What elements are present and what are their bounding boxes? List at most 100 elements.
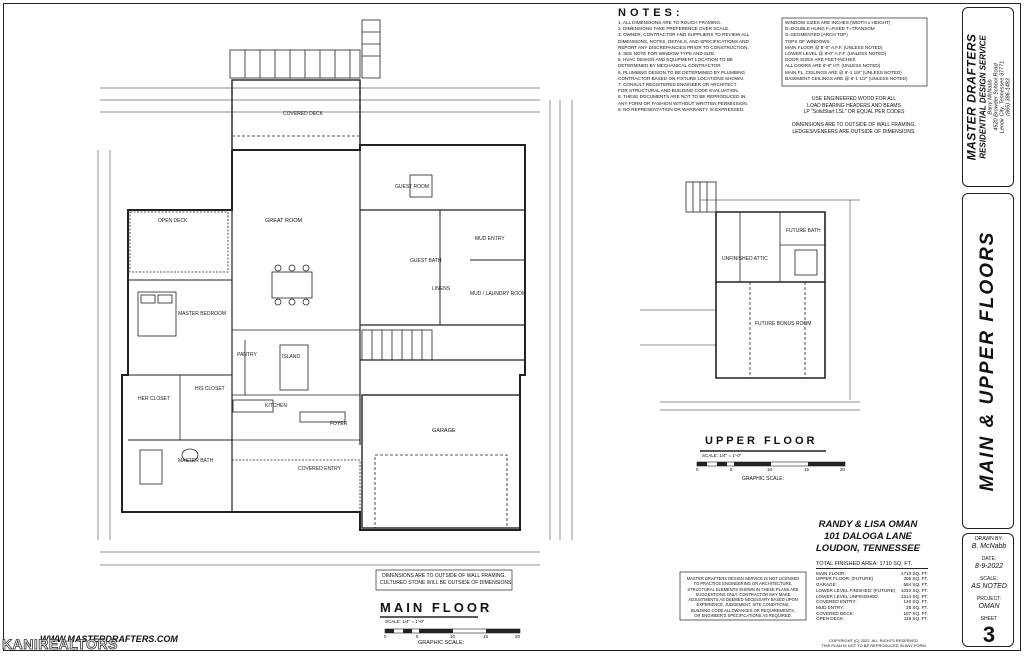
room-label-mud-entry: MUD ENTRY <box>475 236 505 242</box>
area-value: 115 SQ. FT. <box>903 616 928 622</box>
window-notes: WINDOW SIZES ARE INCHES (WIDTH x HEIGHT)… <box>785 20 925 82</box>
window-note: WINDOW SIZES ARE INCHES (WIDTH x HEIGHT) <box>785 20 891 25</box>
note-item: DETERMINED BY MECHANICAL CONTRACTOR. <box>618 63 722 69</box>
main-scale-tick: 15 <box>483 634 489 639</box>
note-item: 8. THESE DOCUMENTS ARE NOT TO BE REPRODU… <box>618 94 746 100</box>
area-label: UPPER FLOOR: (FUTURE) <box>816 576 874 582</box>
copyright-line: THIS PLAN IS NOT TO BE REPRODUCED IN ANY… <box>821 643 927 648</box>
drawing-sheet <box>3 3 1021 651</box>
area-value: 1710 SQ. FT. <box>900 570 928 576</box>
disclaimer-line: ADJUSTMENTS AS DEEMED NECESSARY BASED UP… <box>688 597 798 603</box>
note-item: CONTRACTOR BASED ON FIXTURE LOCATIONS SH… <box>618 75 744 81</box>
main-floor-title: MAIN FLOOR <box>380 600 493 615</box>
upper-scale-tick: 10 <box>767 467 773 472</box>
disclaimer-box <box>679 571 807 621</box>
upper-graphic-scale-label: GRAPHIC SCALE: <box>742 476 784 482</box>
note-item: 6. PLUMBING DESIGN TO BE DETERMINED BY P… <box>618 69 746 75</box>
area-row: UPPER FLOOR: (FUTURE)305 SQ. FT. <box>816 576 928 582</box>
disclaimer-line: MASTER DRAFTERS DESIGN SERVICE IS NOT LI… <box>686 576 800 581</box>
window-note: MAIN FL. CEILINGS ARE @ 9'-1 1/8" (UNLES… <box>785 69 902 75</box>
note-item: 3. OWNER, CONTRACTOR AND SUPPLIERS TO RE… <box>618 32 750 38</box>
disclaimer-line: OR ENGINEER'S SPECIFICATIONS AS REQUIRED… <box>694 613 792 619</box>
area-label: GARAGE: <box>816 582 837 588</box>
area-label: LOWER LEVEL FINISHED: (FUTURE) <box>816 587 896 593</box>
sheet-title-panel: MAIN & UPPER FLOORS <box>962 193 1014 529</box>
engineered-wood-notes: USE ENGINEERED WOOD FOR ALL LOAD BEARING… <box>778 96 930 135</box>
area-row: LOWER LEVEL FINISHED: (FUTURE) 1010 SQ. F… <box>816 588 928 594</box>
room-label-master-bedroom: MASTER BEDROOM <box>178 311 226 317</box>
area-value: 187 SQ. FT. <box>903 610 928 616</box>
disclaimer: MASTER DRAFTERS DESIGN SERVICE IS NOT LI… <box>683 576 803 618</box>
room-label-kitchen: KITCHEN <box>265 403 287 409</box>
main-dimensions-note: CULTURED STONE WILL BE OUTSIDE OF DIMENS… <box>380 580 513 586</box>
room-label-unfinished-attic: UNFINISHED ATTIC <box>722 256 768 262</box>
main-graphic-scale-label: GRAPHIC SCALE: <box>418 640 465 646</box>
title-block: MASTER DRAFTERS RESIDENTIAL DESIGN SERVI… <box>958 5 1018 649</box>
disclaimer-line: BUILDING CODE ALLOWANCES OR REQUIREMENTS… <box>690 607 796 613</box>
area-label: OPEN DECK: <box>816 616 845 622</box>
window-note: ALL DOORS ARE 6'-8" HT. (UNLESS NOTED) <box>785 63 881 69</box>
project-label: PROJECT: <box>976 596 1002 602</box>
disclaimer-line: TO PRACTICE ENGINEERING OR ARCHITECTURE. <box>693 581 793 587</box>
note-item: REPORT ANY DISCREPANCIES PRIOR TO CONSTR… <box>618 44 749 50</box>
sheet-number: 3 <box>982 622 996 647</box>
main-floor-scale: SCALE: 1/4" = 1'-0" <box>385 619 425 624</box>
room-label-her-closet: HER CLOSET <box>138 396 170 402</box>
disclaimer-line: EXPERIENCE, JUDGEMENT, SITE CONDITIONS, <box>696 602 790 608</box>
note-item: 9. NO REPRESENTATION OR WARRANTY IS EXPR… <box>618 106 745 112</box>
main-dimensions-note: DIMENSIONS ARE TO OUTSIDE OF WALL FRAMIN… <box>382 573 506 579</box>
engineered-note: DIMENSIONS ARE TO OUTSIDE OF WALL FRAMIN… <box>792 122 916 128</box>
room-label-guest-bath: GUEST BATH <box>410 258 442 264</box>
area-label: COVERED DECK: <box>816 610 855 616</box>
scale-value: AS NOTED <box>971 583 1007 590</box>
room-label-island: ISLAND <box>282 354 300 360</box>
upper-scale-tick: 20 <box>840 467 846 472</box>
room-label-covered-deck: COVERED DECK <box>283 111 324 117</box>
area-value: 1010 SQ. FT. <box>900 587 928 593</box>
area-label: MAIN FLOOR: <box>816 570 846 576</box>
note-item: 1. ALL DIMENSIONS ARE TO ROUGH FRAMING. <box>618 20 722 25</box>
upper-scale-tick: 5 <box>730 467 733 472</box>
area-label: LOWER LEVEL UNFINISHED: <box>816 593 879 599</box>
area-value: 1614 SQ. FT. <box>900 593 928 599</box>
room-label-his-closet: HIS CLOSET <box>195 386 225 392</box>
window-note: TOPS OF WINDOWS: <box>785 38 831 44</box>
room-label-future-bath: FUTURE BATH <box>786 228 821 234</box>
note-item: 2. DIMENSIONS TAKE PREFERENCE OVER SCALE… <box>618 26 730 32</box>
watermark-logo: KANIREALTORS <box>2 636 118 652</box>
total-area: TOTAL FINISHED AREA: 1710 SQ. FT. <box>816 561 928 569</box>
room-label-guest-room: GUEST ROOM <box>395 184 429 190</box>
room-label-mud-laundry: MUD / LAUNDRY ROOM <box>470 291 526 297</box>
sheet-title: MAIN & UPPER FLOORS <box>977 230 998 492</box>
window-note: DOOR SIZES ARE FEET-INCHES <box>785 57 856 63</box>
company-panel: MASTER DRAFTERS RESIDENTIAL DESIGN SERVI… <box>962 7 1014 187</box>
dimensions-note-box <box>375 569 513 591</box>
company-service: RESIDENTIAL DESIGN SERVICE <box>978 35 988 159</box>
room-label-open-deck: OPEN DECK <box>158 218 188 224</box>
info-panel: DRAWN BY: B. McNabb DATE: 8-9-2022 SCALE… <box>962 533 1014 647</box>
copyright-line: COPYRIGHT (C) 2022. ALL RIGHTS RESERVED. <box>829 638 919 643</box>
room-label-covered-entry: COVERED ENTRY <box>298 466 342 472</box>
notes-title: NOTES: <box>618 7 684 19</box>
drawn-by-label: DRAWN BY: <box>975 536 1003 542</box>
area-value: 38 SQ. FT. <box>906 604 928 610</box>
main-graphic-scale <box>384 628 521 634</box>
area-row: MAIN FLOOR: 1710 SQ. FT. <box>816 571 928 577</box>
note-item: DIMENSIONS, NOTES, DETAILS, AND SPECIFIC… <box>618 38 749 44</box>
area-label: MUD ENTRY: <box>816 604 845 610</box>
main-scale-tick: 10 <box>450 634 456 639</box>
date-value: 8-9-2022 <box>974 563 1004 570</box>
window-notes-box <box>781 17 928 87</box>
window-note: MAIN FLOOR @ 8'-0" A.F.F. (UNLESS NOTED) <box>785 44 883 50</box>
upper-scale-tick: 0 <box>696 467 699 472</box>
window-note: LOWER LEVEL @ 8'-0" A.F.F. (UNLESS NOTED… <box>785 51 887 57</box>
company-name: MASTER DRAFTERS <box>964 33 979 161</box>
room-label-master-bath: MASTER BATH <box>178 458 214 464</box>
main-floor-plan <box>97 19 573 566</box>
upper-floor-plan <box>640 181 860 411</box>
company-text: MASTER DRAFTERS RESIDENTIAL DESIGN SERVI… <box>965 9 1012 185</box>
client-names: RANDY & LISA OMAN <box>818 519 918 530</box>
engineered-note: LOAD BEARING HEADERS AND BEAMS <box>807 102 901 109</box>
note-item: 4. SEE NOTE FOR WINDOW TYPE AND SIZE. <box>618 51 716 57</box>
